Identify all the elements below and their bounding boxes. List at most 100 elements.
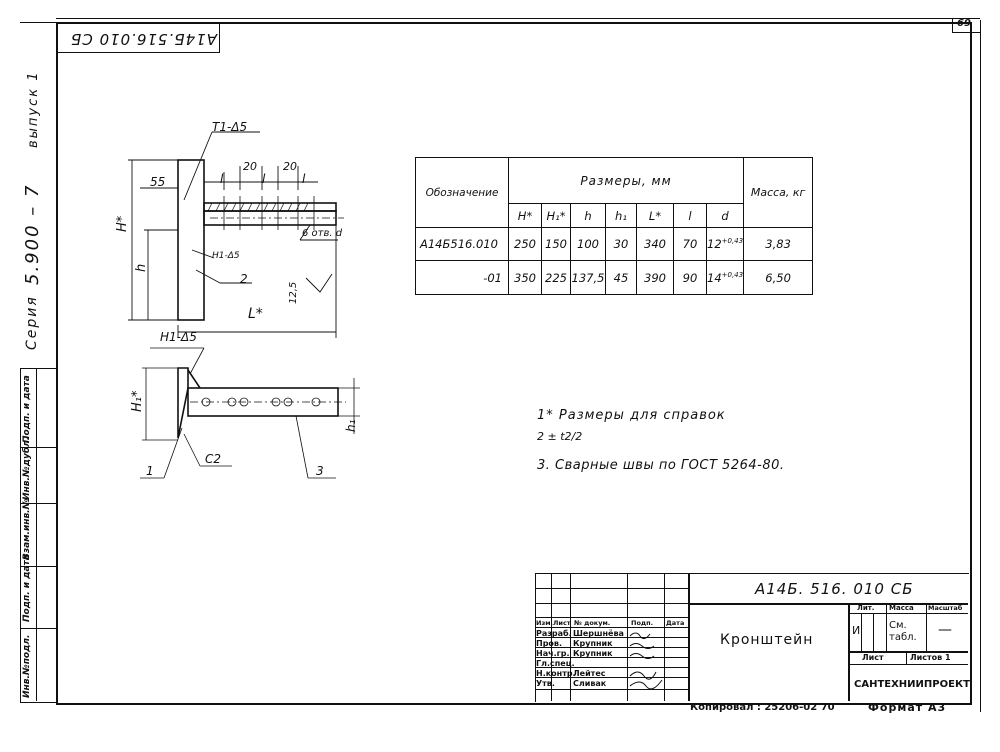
tb-h4 bbox=[535, 627, 688, 628]
dim-12-5: 12,5 bbox=[288, 281, 299, 304]
row1-h: 100 bbox=[570, 227, 606, 261]
field-podp-data-1: Подп. и дата bbox=[22, 554, 32, 622]
signatures bbox=[629, 632, 663, 690]
row2-L: 390 bbox=[636, 260, 674, 295]
note-1: 1* Размеры для справок bbox=[537, 408, 726, 423]
tb-sheets-hb bbox=[848, 664, 968, 665]
th-sizes: Размеры, мм bbox=[507, 157, 745, 204]
left-field-divider bbox=[36, 368, 37, 701]
chamfer-c2: С2 bbox=[205, 452, 222, 466]
top-view-drawing bbox=[128, 131, 344, 338]
top-border-line bbox=[20, 22, 56, 23]
tb-lit-header: Лит. bbox=[857, 604, 875, 612]
dim-55: 55 bbox=[150, 175, 166, 189]
row1-designation: А14Б516.010 bbox=[415, 227, 509, 261]
tb-hdr-podp: Подп. bbox=[631, 619, 654, 627]
tb-scale-value: — bbox=[938, 622, 952, 638]
tb-organization: САНТЕХНИИПРОЕКТ bbox=[854, 679, 970, 690]
row1-d-cell: 12+0,43 bbox=[705, 227, 745, 261]
sheet-frame bbox=[56, 22, 972, 705]
holes-callout: 6 отв. d bbox=[302, 228, 343, 239]
tb-mass-header: Масса bbox=[889, 604, 914, 612]
tb-lit-v3 bbox=[886, 603, 887, 651]
tb-person-0: Шершнёва bbox=[573, 629, 624, 638]
th-L: L* bbox=[636, 203, 674, 228]
tb-hdr-doc: № докум. bbox=[574, 619, 611, 627]
tb-sheets-label: Листов 1 bbox=[910, 653, 951, 662]
th-mass: Масса, кг bbox=[743, 157, 814, 228]
tb-scale-header: Масштаб bbox=[928, 604, 963, 612]
tb-lit-v1 bbox=[861, 613, 862, 651]
note-3: 3. Сварные швы по ГОСТ 5264-80. bbox=[537, 458, 785, 473]
sheet-number: 69 bbox=[957, 18, 971, 29]
row2-mass: 6,50 bbox=[743, 260, 814, 295]
tb-role-5: Утв. bbox=[536, 679, 555, 688]
footer-copy: Копировал : 25206-02 70 bbox=[690, 702, 835, 713]
row2-h1: 45 bbox=[605, 260, 637, 295]
left-field-strip bbox=[20, 368, 57, 703]
note-2: 2 ± t2/2 bbox=[537, 430, 583, 443]
tb-h10 bbox=[535, 689, 688, 690]
weld-label-h1-top: Н1-Δ5 bbox=[212, 251, 240, 261]
tb-name: Кронштейн bbox=[720, 632, 814, 648]
row1-d: 12 bbox=[707, 237, 722, 251]
weld-label-t1: Т1-Δ5 bbox=[212, 120, 248, 134]
row1-h1: 30 bbox=[605, 227, 637, 261]
position-2: 2 bbox=[240, 272, 248, 286]
table-row: -01 350 225 137,5 45 390 90 14+0,43 6,50 bbox=[415, 260, 814, 295]
bracket-rod-lower bbox=[203, 210, 337, 226]
row1-d-tolerance: +0,43 bbox=[721, 237, 744, 246]
position-3: 3 bbox=[316, 464, 324, 478]
weld-label-h1: Н1-Δ5 bbox=[160, 330, 197, 344]
tb-role-2: Нач.гр. bbox=[536, 649, 570, 658]
tb-doc-code: А14Б. 516. 010 СБ bbox=[755, 580, 914, 598]
tb-lit-v4 bbox=[926, 603, 927, 651]
row2-h: 137,5 bbox=[570, 260, 606, 295]
dim-h1: h₁ bbox=[344, 419, 358, 432]
row1-mass: 3,83 bbox=[743, 227, 814, 261]
stamp-box bbox=[56, 24, 220, 53]
stamp-code: А14Б.516.010 СБ bbox=[70, 30, 217, 48]
tb-role-1: Пров. bbox=[536, 639, 563, 648]
th-H: H* bbox=[508, 203, 542, 228]
dim-20-a: 20 bbox=[243, 160, 257, 173]
tb-person-2: Крупник bbox=[573, 649, 613, 658]
tb-right-h1 bbox=[688, 603, 968, 605]
dim-H1-star: H₁* bbox=[130, 390, 145, 413]
tb-h8 bbox=[535, 667, 688, 668]
tb-h6 bbox=[535, 647, 688, 648]
th-l: l bbox=[673, 203, 707, 228]
dim-L-star: L* bbox=[248, 306, 263, 322]
margin-series-value: 5.900 – 7 bbox=[22, 183, 43, 285]
th-H1: H₁* bbox=[541, 203, 571, 228]
field-vzam-inv: Взам.инв.№ bbox=[22, 498, 32, 560]
dim-20-b: 20 bbox=[283, 160, 297, 173]
field-sep-2 bbox=[20, 503, 56, 504]
row2-d-tolerance: +0,43 bbox=[721, 270, 744, 279]
table-row: А14Б516.010 250 150 100 30 340 70 12+0,4… bbox=[415, 227, 814, 261]
row2-designation: -01 bbox=[415, 260, 509, 295]
row2-d: 14 bbox=[707, 270, 722, 285]
sheet-number-box bbox=[952, 18, 981, 33]
tb-role-0: Разраб. bbox=[536, 629, 572, 638]
tb-hdr-data: Дата bbox=[666, 619, 685, 627]
dim-H-star: H* bbox=[115, 215, 130, 232]
top-outer-line bbox=[56, 18, 980, 19]
tb-h5 bbox=[535, 637, 688, 638]
tb-sheet-label: Лист bbox=[862, 653, 884, 662]
dim-l-1: l bbox=[220, 172, 224, 186]
position-1: 1 bbox=[146, 464, 154, 478]
th-designation: Обозначение bbox=[415, 157, 509, 228]
row2-H1: 225 bbox=[541, 260, 571, 295]
field-sep-4 bbox=[20, 628, 56, 629]
row1-H: 250 bbox=[508, 227, 542, 261]
tb-hdr-list: Лист bbox=[553, 619, 571, 627]
tb-lit-v2 bbox=[873, 613, 874, 651]
field-inv-dubl: Инв.№дубл. bbox=[22, 436, 32, 500]
row2-d-cell: 14+0,43 bbox=[705, 260, 745, 295]
tb-person-4: Лейтес bbox=[573, 669, 606, 678]
tb-role-3: Гл.спец. bbox=[536, 659, 575, 668]
tb-lit-h bbox=[848, 613, 968, 614]
tb-h7 bbox=[535, 657, 688, 658]
row1-H1: 150 bbox=[541, 227, 571, 261]
